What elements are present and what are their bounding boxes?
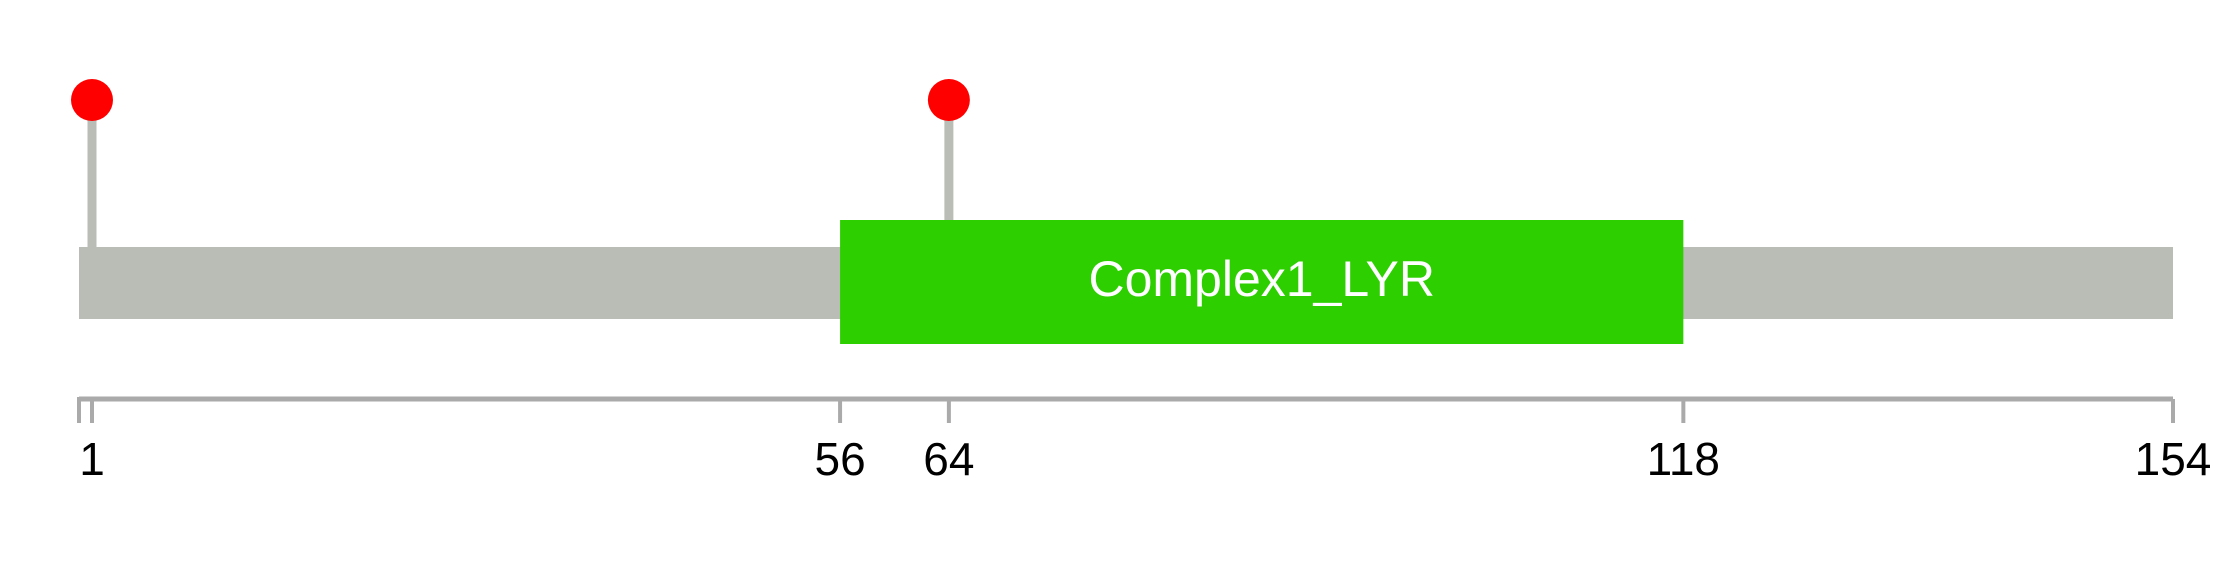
position-axis: 1 56 64 118 154 <box>77 396 2212 485</box>
domain-label: Complex1_LYR <box>1088 251 1434 307</box>
domain-layer: Complex1_LYR <box>840 220 1684 344</box>
axis-tick-label: 154 <box>2135 433 2212 485</box>
axis-tick-label: 1 <box>79 433 105 485</box>
axis-tick-label: 56 <box>814 433 865 485</box>
mutation-marker[interactable] <box>927 79 970 121</box>
mutation-markers <box>71 79 970 121</box>
axis-tick-label: 118 <box>1647 433 1720 485</box>
axis-tick-label: 64 <box>923 433 974 485</box>
mutation-marker[interactable] <box>71 79 113 121</box>
domain-complex1-lyr <box>840 220 1684 344</box>
mutation-stems <box>87 100 954 250</box>
